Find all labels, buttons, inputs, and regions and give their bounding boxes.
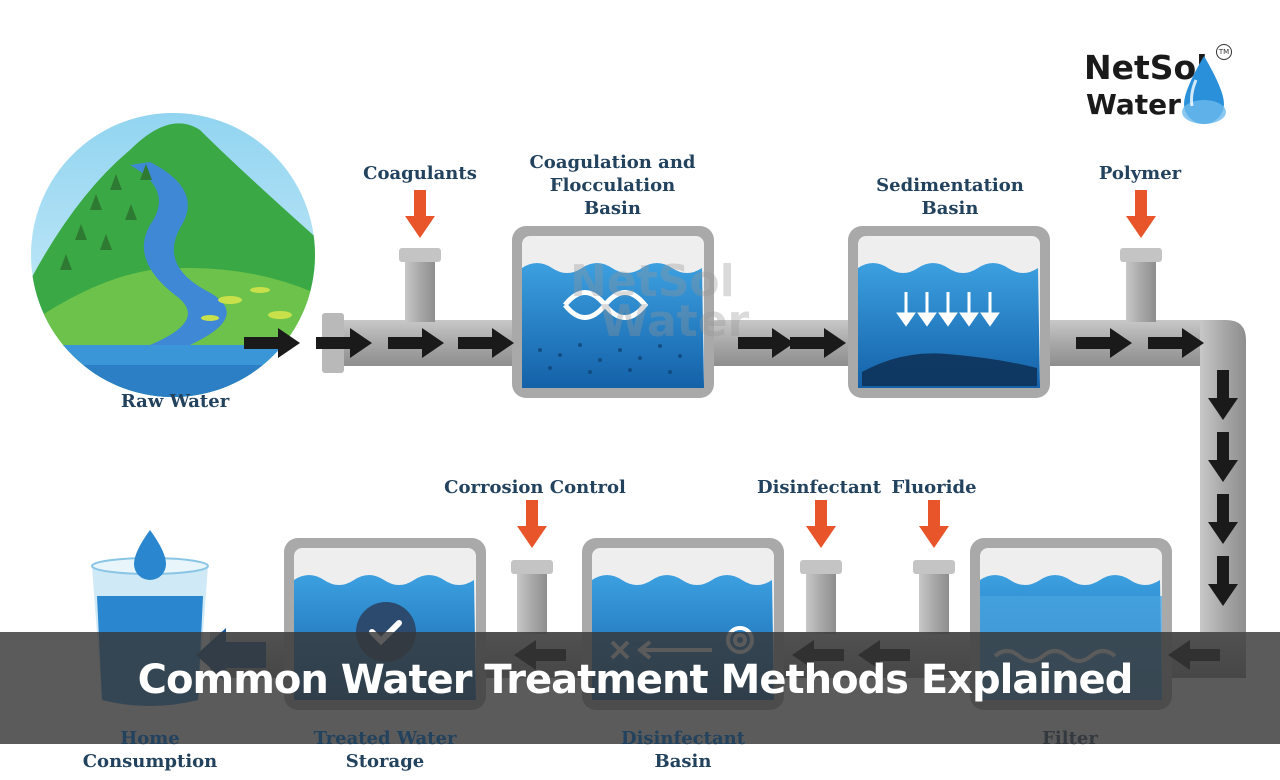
sedimentation-line2: Basin [921,198,979,219]
treated-storage-label: Treated Water Storage [300,727,470,773]
coagulation-basin-label: Coagulation and Flocculation Basin [510,151,715,220]
treated-line2: Storage [345,751,425,772]
coagulants-label: Coagulants [363,163,477,184]
banner-title: Common Water Treatment Methods Explained [137,657,1134,703]
raw-water-label: Raw Water [120,391,230,412]
polymer-label: Polymer [1098,163,1182,184]
home-line1: Home [120,728,180,749]
home-line2: Consumption [82,751,218,772]
sedimentation-label: Sedimentation Basin [855,174,1045,220]
treated-line1: Treated Water [313,728,457,749]
water-drop-icon [1182,56,1226,124]
disinfectant-label: Disinfectant [756,477,882,498]
corrosion-control-label: Corrosion Control [444,477,626,498]
disinfectant-basin-line2: Basin [654,751,712,772]
watermark: NetSol Water [570,256,750,347]
fluoride-label: Fluoride [891,477,977,498]
netsol-logo: NetSol Water TM [1080,44,1250,128]
sedimentation-tank [848,226,1050,398]
coag-basin-line1: Coagulation and [529,152,696,173]
logo-line1: NetSol [1084,48,1208,87]
dosing-arrows [405,190,1156,548]
coag-basin-line3: Basin [584,198,641,219]
title-banner [0,632,1280,744]
raw-water-illustration [31,113,315,397]
watermark-line1: NetSol [570,256,735,307]
logo-line2: Water [1086,88,1181,121]
sedimentation-line1: Sedimentation [876,175,1024,196]
coagulation-tank [512,226,714,398]
coag-basin-line2: Flocculation [549,175,676,196]
disinfectant-basin-label: Disinfectant Basin [600,727,766,773]
disinfectant-basin-line1: Disinfectant [620,728,746,749]
watermark-line2: Water [600,296,750,347]
home-consumption-label: Home Consumption [70,727,230,773]
trademark-symbol: TM [1216,44,1232,60]
